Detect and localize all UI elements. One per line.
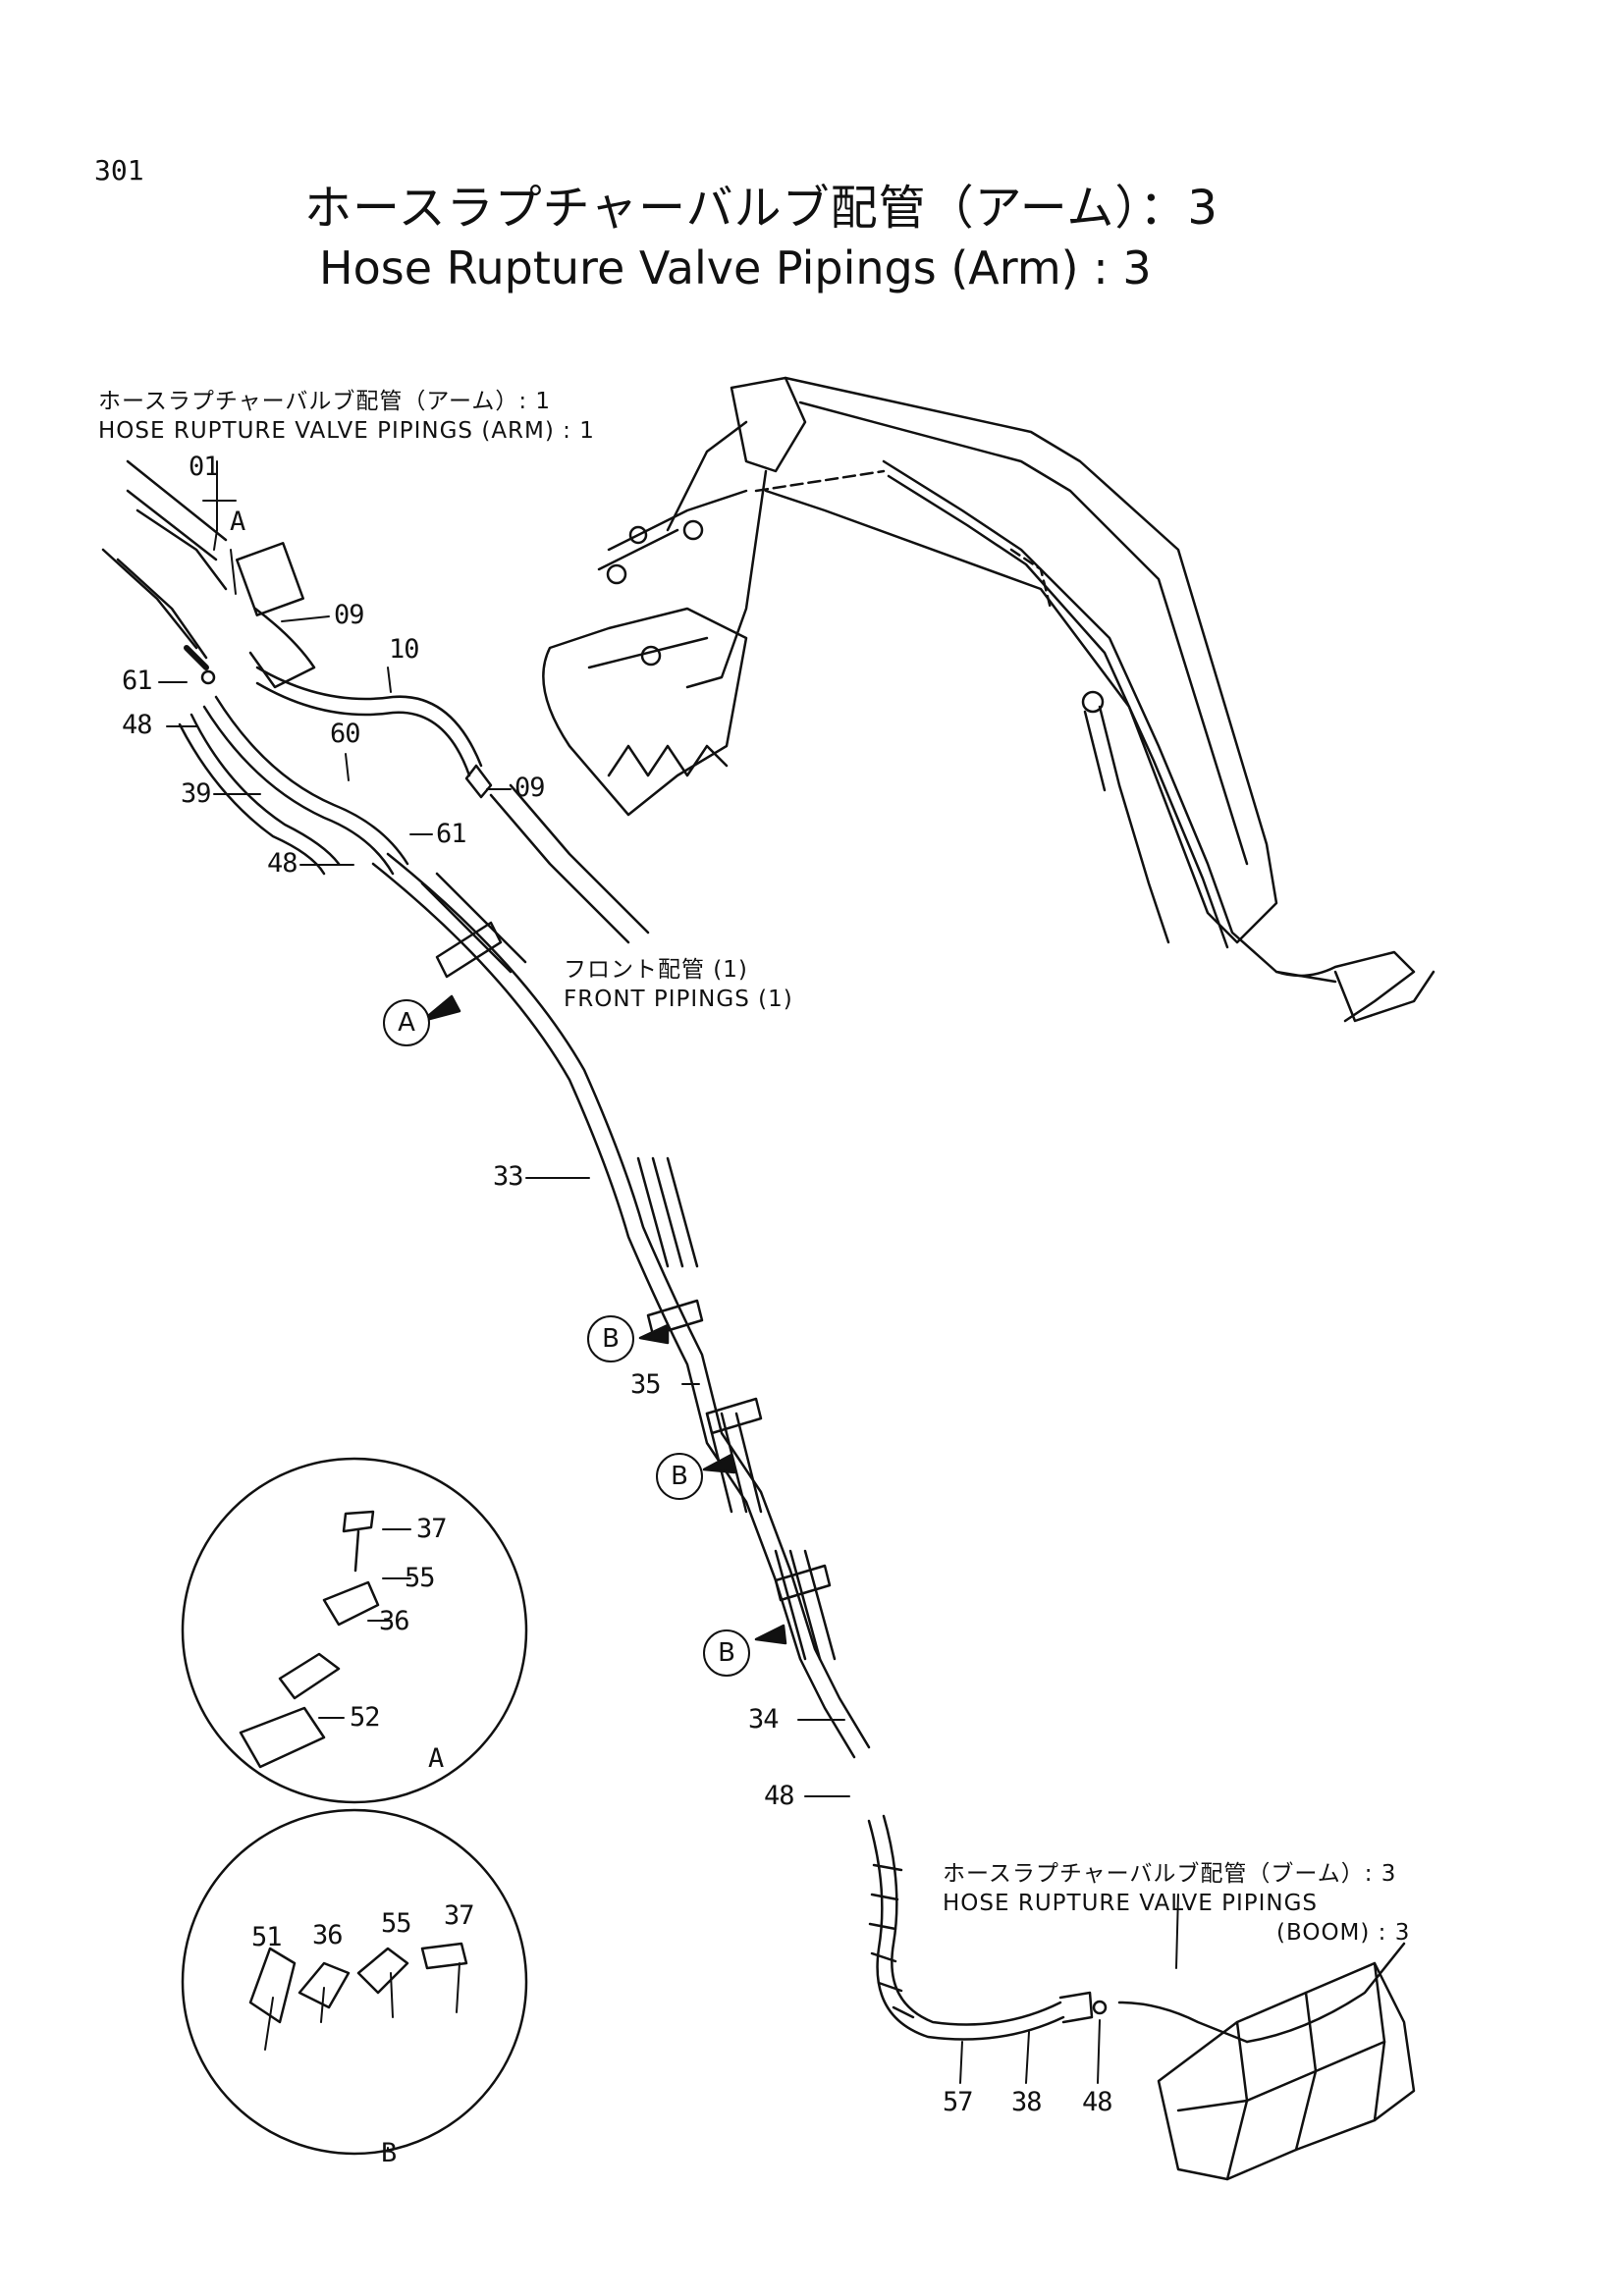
hose-10 xyxy=(255,666,493,799)
part-label: 60 xyxy=(330,719,361,749)
clamps xyxy=(435,921,832,1602)
part-label: 35 xyxy=(630,1369,662,1400)
part-label: 61 xyxy=(436,819,467,849)
ref-arm1-jp: ホースラプチャーバルブ配管（アーム）: 1 xyxy=(98,389,552,414)
part-label: A xyxy=(230,507,245,537)
detail-a-circle xyxy=(181,1457,528,1804)
part-label: 55 xyxy=(405,1563,436,1593)
detail-b-label: B xyxy=(381,2138,397,2168)
part-label: 52 xyxy=(350,1702,381,1733)
leader-lines xyxy=(158,460,1179,2151)
callout-a: A xyxy=(383,999,430,1046)
ref-front-jp: フロント配管 (1) xyxy=(564,957,748,983)
arm-valve-illustration xyxy=(101,459,316,689)
callout-pointers xyxy=(420,994,787,1645)
part-label: 38 xyxy=(1011,2087,1043,2117)
hose-38-57 xyxy=(867,1814,1249,2044)
part-label: 48 xyxy=(267,848,298,879)
callout-b: B xyxy=(656,1453,703,1500)
part-label: 10 xyxy=(389,634,420,665)
ref-arm1-en: HOSE RUPTURE VALVE PIPINGS (ARM) : 1 xyxy=(98,418,595,444)
part-label: 37 xyxy=(416,1514,448,1544)
part-label: 01 xyxy=(189,452,220,482)
part-label: 48 xyxy=(1082,2087,1113,2117)
part-label: 36 xyxy=(312,1920,344,1950)
ref-boom-en-2: (BOOM) : 3 xyxy=(1276,1920,1411,1946)
part-label: 57 xyxy=(943,2087,974,2117)
callout-b: B xyxy=(587,1315,634,1362)
title-japanese: ホースラプチャーバルブ配管（アーム）：3 xyxy=(304,181,1218,236)
hose-39-60 xyxy=(178,695,409,876)
part-label: 09 xyxy=(514,773,546,803)
part-label: 48 xyxy=(764,1781,795,1811)
part-label: 39 xyxy=(181,778,212,809)
part-label: 09 xyxy=(334,600,365,630)
part-label: 61 xyxy=(122,666,153,696)
page-number: 301 xyxy=(94,154,144,187)
ref-boom-en-1: HOSE RUPTURE VALVE PIPINGS xyxy=(943,1891,1319,1916)
part-label: 33 xyxy=(493,1161,524,1192)
part-label: 37 xyxy=(444,1900,475,1931)
excavator-front-illustration xyxy=(542,376,1435,1023)
callout-b: B xyxy=(703,1629,750,1677)
front-pipes xyxy=(371,783,871,1759)
control-valve-illustration xyxy=(1157,1942,1416,2181)
detail-a-label: A xyxy=(428,1743,444,1774)
part-label: 36 xyxy=(379,1606,410,1636)
part-label: 51 xyxy=(251,1922,283,1952)
ref-boom-jp: ホースラプチャーバルブ配管（ブーム）: 3 xyxy=(943,1861,1397,1887)
detail-b-circle xyxy=(181,1808,528,2156)
title-english: Hose Rupture Valve Pipings (Arm) : 3 xyxy=(319,241,1152,294)
part-label: 34 xyxy=(748,1704,780,1735)
ref-front-en: FRONT PIPINGS (1) xyxy=(564,987,793,1012)
part-label: 48 xyxy=(122,710,153,740)
part-label: 55 xyxy=(381,1908,412,1939)
